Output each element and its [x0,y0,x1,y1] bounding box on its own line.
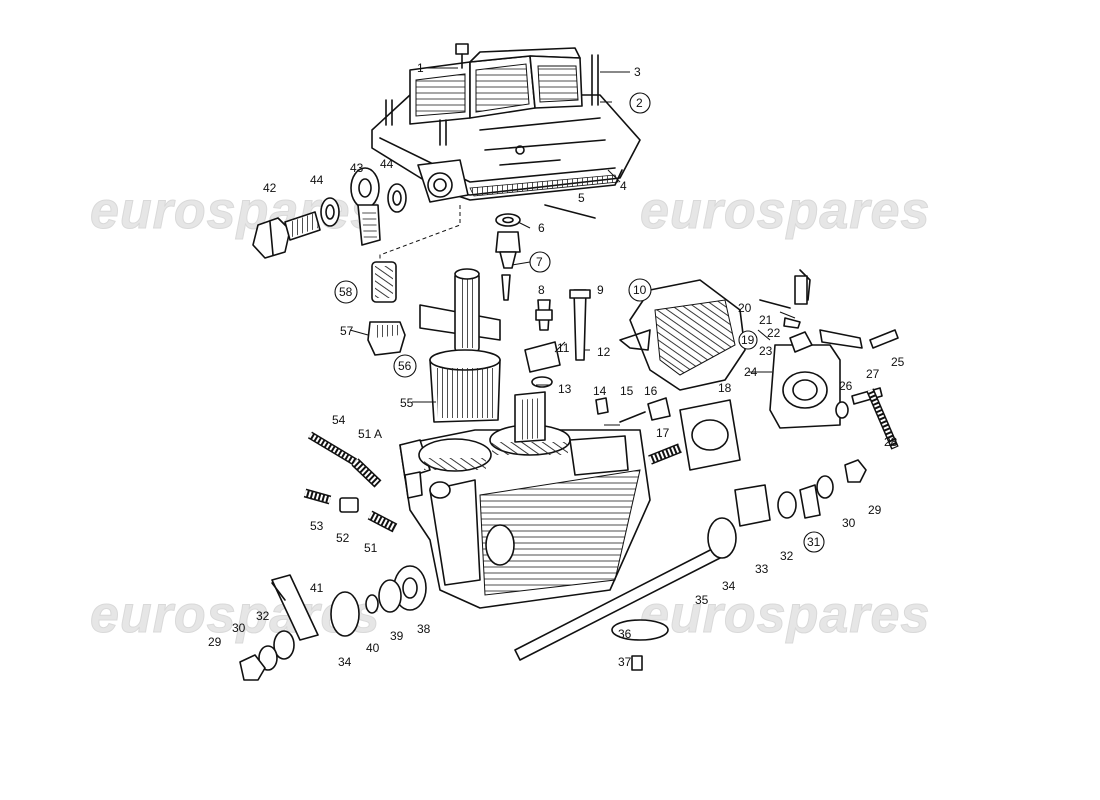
callout-label: 12 [597,345,611,359]
fuel-inlet-assembly [252,167,461,262]
callout-label: 34 [338,655,352,669]
callout-label: 26 [839,379,853,393]
callout-labels: 1 2 3 4 5 6 7 8 9 10 11 12 13 14 15 16 1… [208,61,905,669]
callout-label: 57 [340,324,354,338]
callout-label: 15 [620,384,634,398]
callout-label: 29 [208,635,222,649]
callout-label: 16 [644,384,658,398]
watermark: eurospares [640,182,930,240]
callout-label: 19 [741,333,755,347]
callout-label: 40 [366,641,380,655]
callout-label: 13 [558,382,572,396]
carburetor-main-body [399,391,651,609]
callout-label: 6 [538,221,545,235]
callout-label: 44 [380,157,394,171]
callout-label: 44 [310,173,324,187]
air-horn-dome [619,279,746,391]
callout-circle [628,278,652,302]
callout-label: 20 [738,301,752,315]
callout-circle [738,330,758,350]
callout-label: 2 [636,96,643,110]
callout-label: 53 [310,519,324,533]
venturi-parts [419,268,501,423]
carburetor-top-cover [371,43,641,203]
callout-label: 41 [310,581,324,595]
callout-label: 34 [722,579,736,593]
callout-label: 37 [618,655,632,669]
callout-label: 31 [807,535,821,549]
callout-label: 3 [634,65,641,79]
needle-valve-parts [495,204,596,301]
callout-label: 17 [656,426,670,440]
callout-label: 54 [332,413,346,427]
callout-label: 5 [578,191,585,205]
callout-label: 51 [364,541,378,555]
callout-circle [529,251,551,273]
callout-label: 33 [755,562,769,576]
callout-label: 29 [868,503,882,517]
callout-label: 21 [759,313,773,327]
pump-diaphragm-parts [595,397,741,471]
callout-label: 7 [536,255,543,269]
callout-label: 39 [390,629,404,643]
callout-label: 22 [767,326,781,340]
callout-circle [334,280,358,304]
leader-lines [349,67,796,426]
callout-label: 52 [336,531,350,545]
watermark: eurospares [640,586,930,644]
callout-label: 43 [350,161,364,175]
callout-label: 18 [718,381,732,395]
callout-circle [803,531,825,553]
callout-label: 27 [866,367,880,381]
callout-label: 25 [891,355,905,369]
callout-label: 8 [538,283,545,297]
callout-label: 14 [593,384,607,398]
callout-label: 51 A [358,427,382,441]
idle-mixture-parts [303,431,398,533]
callout-label: 30 [232,621,246,635]
callout-circle [629,92,651,114]
callout-label: 42 [263,181,277,195]
callout-label: 1 [417,61,424,75]
callout-label: 9 [597,283,604,297]
callout-label: 11 [557,341,570,355]
callout-label: 58 [339,285,353,299]
callout-label: 4 [620,179,627,193]
throttle-shaft-parts [239,459,867,681]
fuel-filter-parts [367,261,406,356]
accelerator-pump-parts [759,269,899,450]
callout-label: 55 [400,396,414,410]
callout-label: 28 [884,435,898,449]
callout-label: 36 [618,627,632,641]
callout-label: 30 [842,516,856,530]
callout-label: 23 [759,344,773,358]
callout-label: 38 [417,622,431,636]
callout-label: 35 [695,593,709,607]
callout-label: 56 [398,359,412,373]
callout-circle [393,354,417,378]
jet-parts [524,289,591,388]
callout-label: 32 [256,609,270,623]
callout-label: 32 [780,549,794,563]
callout-label: 10 [633,283,647,297]
callout-label: 24 [744,365,758,379]
